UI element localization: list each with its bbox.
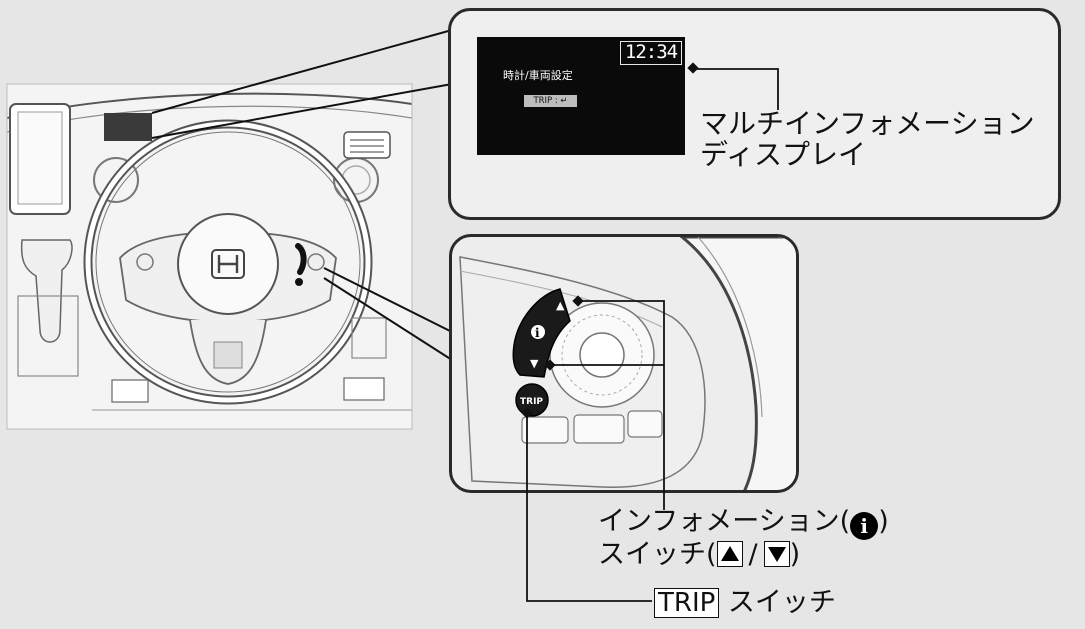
info-switch-label-line1: インフォメーション(i) bbox=[598, 505, 889, 540]
trip-box-label: TRIP bbox=[654, 588, 719, 618]
trip-switch-label: TRIP スイッチ bbox=[654, 586, 836, 619]
info-circle-icon: i bbox=[850, 512, 878, 540]
down-triangle-icon bbox=[764, 541, 790, 567]
up-triangle-icon bbox=[717, 541, 743, 567]
info-switch-label-line2: スイッチ(/) bbox=[598, 538, 800, 571]
